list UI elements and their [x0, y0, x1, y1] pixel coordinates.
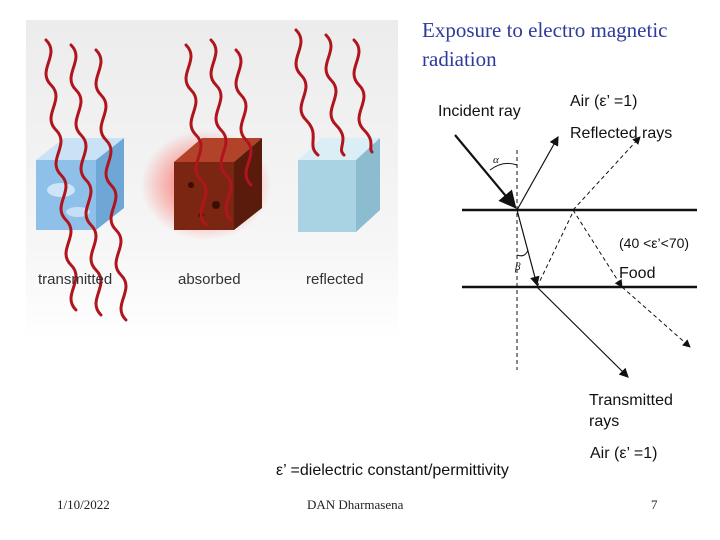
- footer-author: DAN Dharmasena: [307, 497, 404, 512]
- internal-reflection-up: [536, 211, 574, 288]
- incident-ray: [454, 134, 517, 209]
- air-top-label: Air (ε’ =1): [570, 93, 638, 110]
- slide-title: Exposure to electro magnetic radiation: [422, 18, 668, 71]
- internal-reflection-down: [572, 209, 623, 288]
- wave-lines: [44, 28, 374, 322]
- reflected-rays-label: Reflected rays: [570, 125, 673, 142]
- footer-date: 1/10/2022: [57, 497, 110, 512]
- transmitted-rays-label: Transmitted rays: [589, 392, 673, 430]
- alpha-arc: [489, 162, 518, 171]
- caption-reflected: reflected: [306, 271, 364, 288]
- food-label: Food: [619, 265, 656, 282]
- permittivity-definition: ε’ =dielectric constant/permittivity: [276, 462, 509, 479]
- radiation-illustration: transmitted absorbed reflected: [26, 20, 398, 342]
- transmitted-ray-secondary: [621, 286, 691, 348]
- caption-transmitted: transmitted: [38, 271, 112, 288]
- alpha-label: α: [493, 154, 499, 166]
- reflected-ray-secondary: [572, 136, 641, 211]
- caption-absorbed: absorbed: [178, 271, 241, 288]
- refracted-ray: [516, 209, 540, 287]
- beta-arc: [516, 249, 529, 257]
- transmitted-ray: [536, 286, 629, 378]
- food-permittivity-range: (40 <ε’<70): [619, 235, 690, 251]
- footer-page-number: 7: [651, 497, 658, 512]
- reflected-cube: [298, 138, 380, 232]
- incident-ray-label: Incident ray: [438, 103, 521, 120]
- reflected-ray-top: [516, 135, 559, 211]
- air-bottom-label: Air (ε’ =1): [590, 445, 658, 462]
- beta-label: β: [514, 261, 521, 273]
